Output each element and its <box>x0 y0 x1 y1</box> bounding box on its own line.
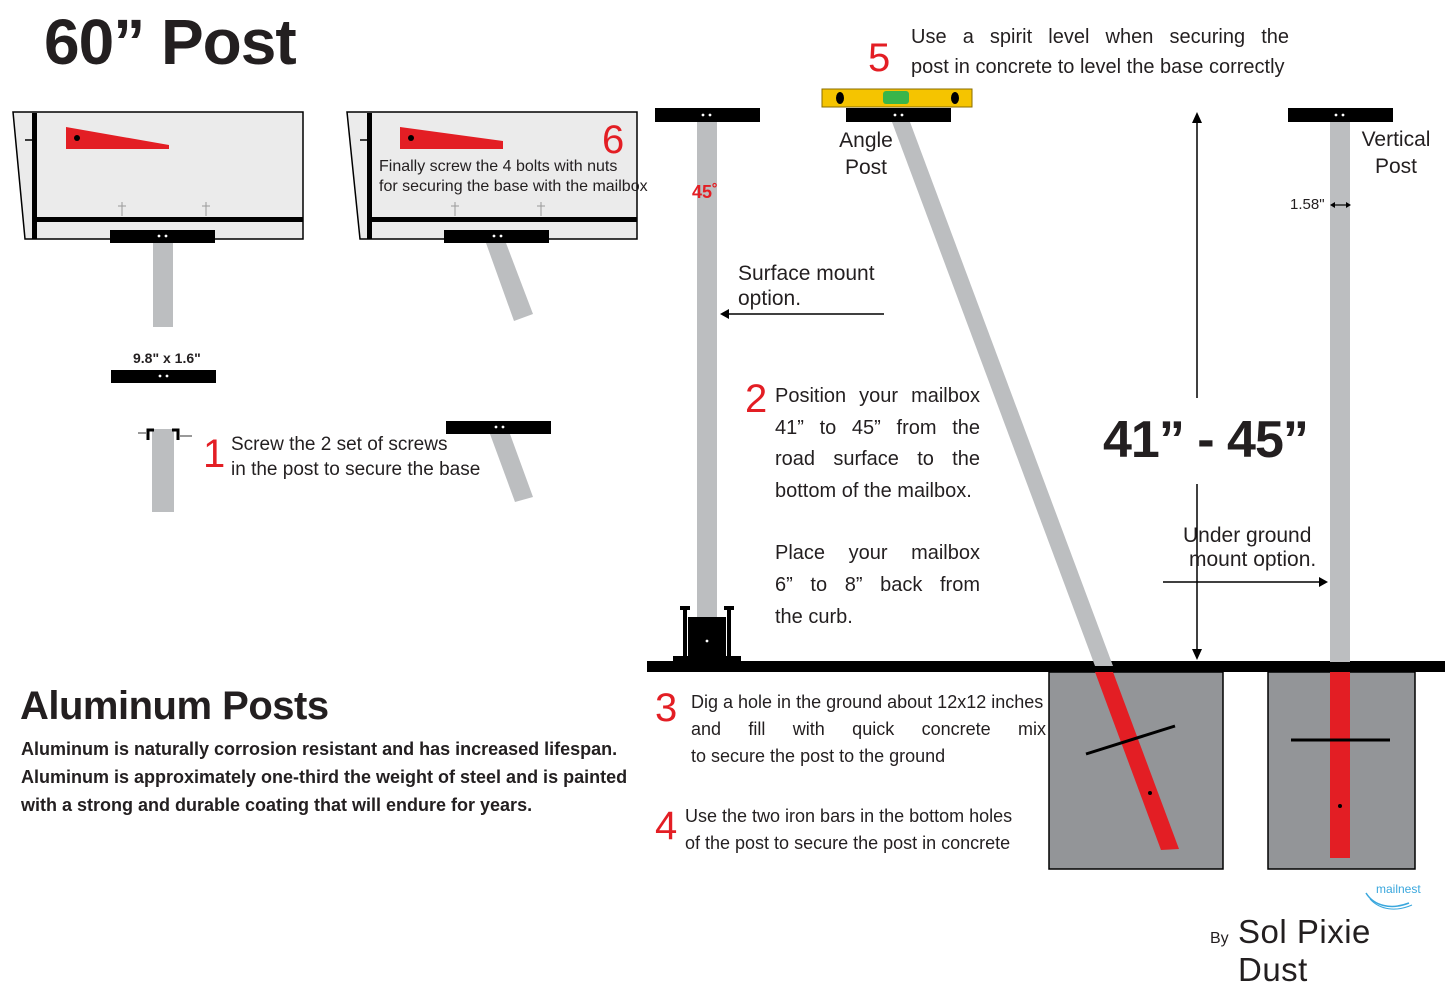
surface-mount-line: Surface mount <box>738 262 875 285</box>
post-width-arrow <box>1330 202 1351 208</box>
surface-mount-line: option. <box>738 287 802 311</box>
vertical-post-line: Vertical <box>1361 128 1431 151</box>
step-3-text: Dig a hole in the ground about 12x12 inc… <box>691 689 1046 770</box>
underground-mount-line: mount option. <box>1189 548 1317 572</box>
angle-post <box>846 108 1113 666</box>
mailbox-side-view-2 <box>346 111 638 321</box>
step-4-line: of the post to secure the post in concre… <box>685 833 1011 853</box>
base-plate-2 <box>444 230 549 243</box>
step-1-line: in the post to secure the base <box>231 458 481 480</box>
surface-mount-label: Surface mount option. <box>738 261 875 311</box>
angled-plate-detail <box>446 421 551 502</box>
step-2-line: Place your mailbox <box>775 542 980 565</box>
step-6-number: 6 <box>602 118 625 162</box>
height-range-label: 41” - 45” <box>1103 411 1309 469</box>
base-plate-detail <box>111 370 216 383</box>
angle-post-line: Angle <box>839 129 893 152</box>
step-2-line: bottom of the mailbox. <box>775 479 972 502</box>
step-2-line: road surface to the <box>775 448 980 471</box>
by-label: By <box>1210 930 1229 947</box>
aluminum-line: Aluminum is approximately one-third the … <box>21 766 628 787</box>
mailbox-flag-2 <box>400 127 503 149</box>
step-5-line: Use a spirit level when securing the <box>911 26 1289 48</box>
post-angle-label: 45˚ <box>692 182 719 202</box>
step-2-text: Position your mailbox 41” to 45” from th… <box>775 381 980 633</box>
angle-post-label: Angle Post <box>838 127 894 182</box>
step-3-line: to secure the post to the ground <box>691 746 946 766</box>
diagram-graphics <box>12 88 1445 910</box>
step-5-number: 5 <box>868 36 891 80</box>
height-dimension-arrow <box>1192 112 1202 660</box>
step-1-line: Screw the 2 set of screws <box>231 434 448 455</box>
step-5-text: Use a spirit level when securing the pos… <box>911 22 1289 82</box>
aluminum-description: Aluminum is naturally corrosion resistan… <box>21 736 627 820</box>
step-6-line: for securing the base with the mailbox <box>379 178 648 195</box>
step-3-number: 3 <box>655 686 678 730</box>
step-2-line: Position your mailbox <box>775 385 980 407</box>
step-5-line: post in concrete to level the base corre… <box>911 56 1285 78</box>
ground-line <box>647 661 1445 672</box>
base-plate-1 <box>110 230 215 243</box>
step-2-line: the curb. <box>775 605 853 628</box>
step-4-text: Use the two iron bars in the bottom hole… <box>685 803 1012 857</box>
mailnest-logo-swoosh <box>1365 892 1410 908</box>
mailbox-side-view-1 <box>12 111 304 327</box>
mailnest-logo: mailnest <box>1376 882 1421 896</box>
surface-mount-bracket <box>688 617 726 658</box>
vertical-post <box>1288 108 1393 662</box>
underground-mount-label: Under ground mount option. <box>1183 524 1316 572</box>
step-2-line: 41” to 45” from the <box>775 416 980 439</box>
post-stub-1 <box>153 243 173 327</box>
surface-mount-post <box>655 108 760 662</box>
underground-mount-arrow <box>1163 577 1328 587</box>
concrete-block-vertical <box>1267 671 1416 870</box>
page-title: 60” Post <box>44 6 297 78</box>
aluminum-heading: Aluminum Posts <box>20 684 329 728</box>
step-3-line: Dig a hole in the ground about 12x12 inc… <box>691 692 1044 712</box>
aluminum-line: Aluminum is naturally corrosion resistan… <box>21 739 618 759</box>
step-3-line: and fill with quick concrete mix <box>691 719 1046 739</box>
angled-post-stub-2 <box>486 243 533 321</box>
step-6-line: Finally screw the 4 bolts with nuts <box>379 158 618 175</box>
step-2-line: 6” to 8” back from <box>775 573 980 596</box>
step-4-number: 4 <box>655 804 678 848</box>
spirit-level <box>821 88 973 108</box>
mailbox-flag-1 <box>66 127 169 149</box>
step-1-number: 1 <box>203 432 226 476</box>
post-with-screws <box>138 428 192 512</box>
underground-mount-line: Under ground <box>1183 524 1312 547</box>
step-6-text: Finally screw the 4 bolts with nuts for … <box>379 157 648 197</box>
step-2-number: 2 <box>745 377 768 421</box>
surface-mount-arrow <box>720 309 884 319</box>
post-width-label: 1.58" <box>1290 196 1325 213</box>
angle-post-line: Post <box>844 156 888 180</box>
aluminum-line: with a strong and durable coating that w… <box>21 794 533 815</box>
concrete-block-angle <box>1048 671 1224 870</box>
step-1-text: Screw the 2 set of screws in the post to… <box>231 433 480 482</box>
step-4-line: Use the two iron bars in the bottom hole… <box>685 806 1013 826</box>
vertical-post-line: Post <box>1374 155 1418 179</box>
vertical-post-label: Vertical Post <box>1360 126 1432 181</box>
base-plate-dimension: 9.8" x 1.6" <box>133 350 201 366</box>
author-name: Sol Pixie Dust <box>1238 913 1371 988</box>
